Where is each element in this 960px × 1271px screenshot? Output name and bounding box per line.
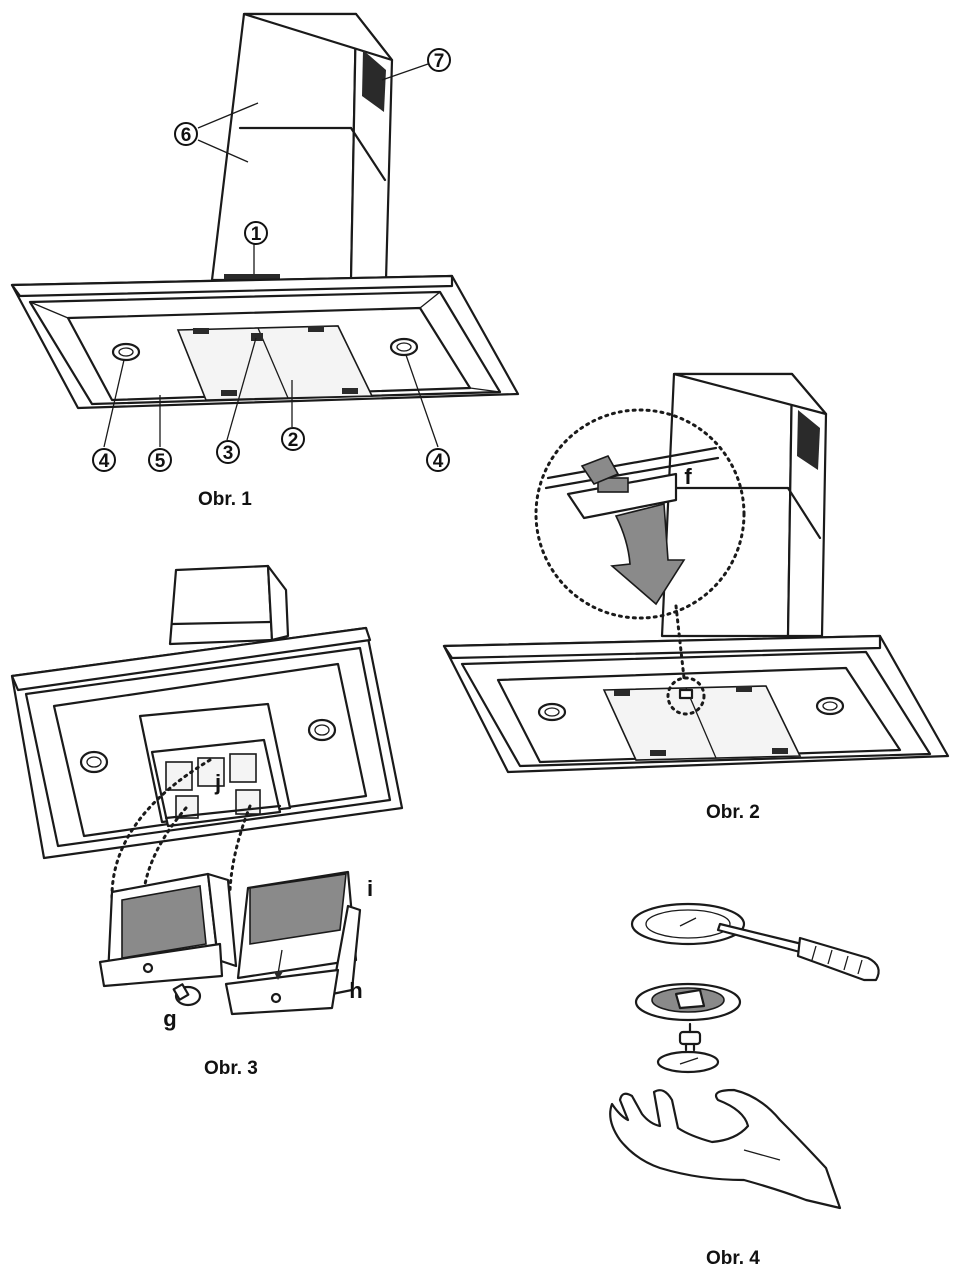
filter-frame-opening [150,738,282,828]
press-arrow-icon [580,455,620,485]
callout-1: 1 [244,221,268,245]
halogen-lamp-right [389,337,419,357]
callout-3-label: 3 [223,443,234,464]
callout-5-label: 5 [155,451,166,472]
figure-2-caption: Obr. 2 [706,802,760,823]
detail-magnifier: f [534,408,746,620]
vent-grille [362,50,386,112]
figure-1-caption: Obr. 1 [198,489,252,510]
figure-4-lamp-replacement: Obr. 4 [609,902,880,1269]
grease-filter-right [224,870,362,1016]
hood-canopy-fig3: j [10,626,404,860]
callout-6-label: 6 [181,125,192,146]
callout-5: 5 [148,448,172,472]
swing-down-arrow-icon [610,502,686,606]
grease-filter-left [98,872,238,988]
lamp-housing [634,982,742,1022]
figure-1-hood-overview: 1 2 3 4 4 5 6 7 Obr. 1 [10,12,520,510]
halogen-lamp-left [111,342,141,362]
figure-4-caption: Obr. 4 [706,1248,760,1269]
callout-6: 6 [174,122,198,146]
letter-h: h [349,978,362,1003]
callout-4-left: 4 [92,448,116,472]
callout-2: 2 [281,427,305,451]
screwdriver-icon [716,922,880,982]
lamp-glass [656,1050,720,1074]
callout-7-label: 7 [434,51,445,72]
chimney-duct-fig2 [660,372,828,638]
figure-2-control-panel-release: f Obr. 2 [442,372,950,823]
callout-7: 7 [427,48,451,72]
callout-3: 3 [216,440,240,464]
letter-i: i [367,876,373,901]
callout-2-label: 2 [288,430,299,451]
fixing-screw [172,983,202,1007]
figure-3-grease-filters: j g i h Obr. 3 [10,564,404,1079]
callout-4-right: 4 [426,448,450,472]
lamp-cover-ring [630,902,746,946]
figure-3-caption: Obr. 3 [204,1058,258,1079]
halogen-bulb [678,1022,702,1052]
letter-j: j [214,770,221,795]
hand-icon [609,1088,842,1210]
hood-canopy [10,274,520,410]
callout-1-label: 1 [251,224,262,245]
letter-f: f [684,464,692,489]
callout-4-right-label: 4 [433,451,444,472]
callout-4-left-label: 4 [99,451,110,472]
chimney-duct [210,12,394,282]
letter-g: g [163,1006,176,1031]
hood-canopy-fig2 [442,634,950,774]
